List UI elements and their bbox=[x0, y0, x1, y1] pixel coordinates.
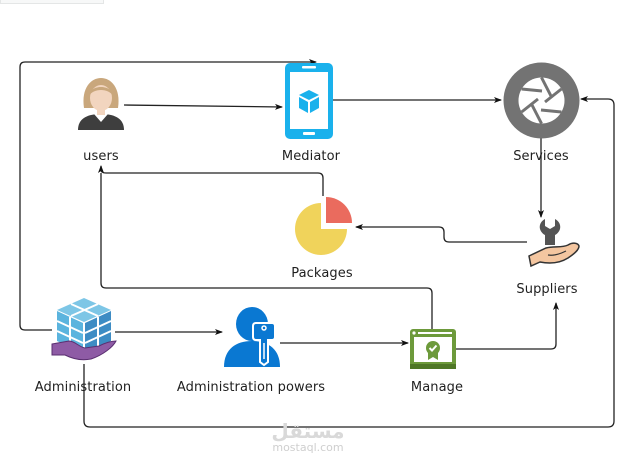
node-label-suppliers: Suppliers bbox=[516, 282, 578, 297]
watermark-latin: mostaql.com bbox=[272, 441, 344, 454]
edge-administration-services bbox=[83, 96, 615, 428]
node-label-mediator: Mediator bbox=[281, 149, 341, 164]
certificate-window-icon[interactable] bbox=[409, 328, 457, 370]
aperture-icon[interactable] bbox=[503, 62, 580, 139]
mobile-cube-icon[interactable] bbox=[284, 63, 334, 139]
node-label-manage: Manage bbox=[410, 380, 464, 395]
edge-administration-mediator bbox=[19, 59, 317, 331]
top-panel-edge bbox=[0, 0, 104, 4]
pie-chart-icon[interactable] bbox=[293, 195, 355, 257]
edge-users-mediator bbox=[123, 103, 283, 110]
node-label-admin-powers: Administration powers bbox=[176, 380, 326, 395]
node-label-administration: Administration bbox=[34, 380, 132, 395]
node-label-packages: Packages bbox=[291, 266, 353, 281]
edge-packages-users bbox=[98, 165, 324, 196]
node-label-users: users bbox=[83, 149, 119, 164]
wrench-hand-icon[interactable] bbox=[526, 218, 582, 270]
edge-suppliers-packages bbox=[355, 224, 527, 243]
node-label-services: Services bbox=[513, 149, 569, 164]
cube-hand-icon[interactable] bbox=[51, 297, 117, 363]
edge-manage-users bbox=[100, 173, 433, 330]
edge-manage-suppliers bbox=[456, 302, 559, 350]
watermark-arabic: مستقل bbox=[271, 419, 345, 443]
user-avatar-icon[interactable] bbox=[76, 78, 126, 132]
user-key-icon[interactable] bbox=[222, 307, 282, 369]
